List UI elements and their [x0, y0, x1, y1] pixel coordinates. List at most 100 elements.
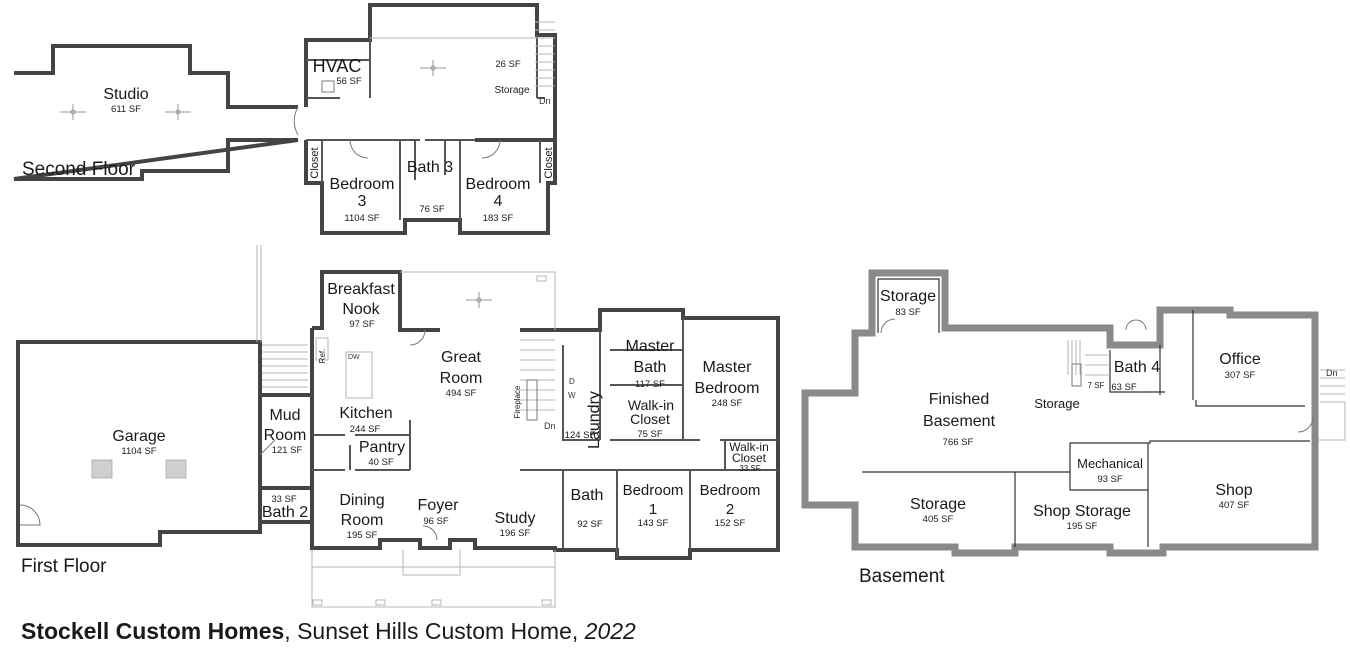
room-bath-name: Bath: [571, 487, 604, 504]
floor-label-second: Second Floor: [22, 159, 136, 180]
room-finished-basement-sf: 766 SF: [943, 437, 974, 448]
room-master-bath-sf: 117 SF: [635, 379, 665, 390]
room-bedroom4-sf: 183 SF: [483, 213, 514, 224]
room-walkin-closet-2-name: Walk-in: [729, 440, 769, 454]
room-bath2-name: Bath 2: [262, 504, 308, 521]
front-porch: [311, 550, 556, 608]
room-walkin-closet-master-sf: 75 SF: [637, 429, 663, 440]
porch-column-icons: [312, 275, 552, 606]
room-bath-sf: 92 SF: [577, 519, 603, 530]
room-garage-name: Garage: [112, 428, 165, 445]
stairs-dn-label-first: Dn: [544, 421, 556, 431]
door-icon: [880, 318, 896, 334]
room-master-bedroom-name: Master: [703, 359, 753, 376]
room-mechanical-name: Mechanical: [1077, 456, 1143, 471]
room-laundry-sf: 124 SF: [565, 430, 596, 441]
room-breakfast-nook-name-2: Nook: [342, 301, 380, 318]
room-foyer-name: Foyer: [418, 497, 460, 514]
ceiling-fan-icon: [60, 104, 86, 120]
image-caption: Stockell Custom Homes, Sunset Hills Cust…: [21, 618, 636, 645]
room-bedroom3-number: 3: [358, 193, 367, 210]
door-icon: [409, 329, 426, 346]
closet-right-label: Closet: [543, 147, 555, 178]
room-pantry-name: Pantry: [359, 439, 405, 456]
dishwasher-label: DW: [348, 354, 360, 361]
room-storage-name: Storage: [494, 85, 529, 96]
caption-separator: ,: [571, 618, 585, 644]
fireplace-label: Fireplace: [513, 385, 522, 418]
room-basement-storage-bottom-name: Storage: [910, 496, 966, 513]
kitchen-walls: [312, 420, 411, 471]
room-shop-name: Shop: [1215, 482, 1252, 499]
room-master-bedroom-sf: 248 SF: [712, 398, 743, 409]
room-bedroom2-sf: 152 SF: [715, 518, 746, 529]
door-icon: [481, 139, 501, 159]
room-pantry-sf: 40 SF: [368, 457, 394, 468]
room-hvac-name: HVAC: [313, 56, 362, 76]
room-bath4-sf: 63 SF: [1111, 382, 1137, 393]
room-mudroom-sf: 121 SF: [272, 445, 303, 456]
room-laundry-name: Laundry: [586, 391, 603, 449]
room-bedroom1-name: Bedroom: [623, 482, 684, 499]
room-walkin-closet-master-name-2: Closet: [630, 411, 670, 427]
room-great-room-name: Great: [441, 349, 482, 366]
column-icon: [91, 459, 113, 479]
ceiling-fan-icon: [165, 104, 191, 120]
caption-project: Sunset Hills Custom Home: [297, 618, 572, 644]
room-office-sf: 307 SF: [1225, 370, 1256, 381]
room-walkin-closet-2-sf: 33 SF: [739, 464, 760, 473]
first-floor-plan: Garage 1104 SF Mud Room 121 SF 33 SF Bat…: [16, 245, 780, 608]
floor-label-first: First Floor: [21, 556, 107, 577]
room-basement-storage-small-sf: 7 SF: [1088, 381, 1105, 390]
room-studio-name: Studio: [103, 86, 148, 103]
room-bath3-sf: 76 SF: [419, 204, 445, 215]
room-walkin-closet-master-name: Walk-in: [628, 397, 674, 413]
room-breakfast-nook-sf: 97 SF: [349, 319, 375, 330]
room-shop-storage-name: Shop Storage: [1033, 503, 1131, 520]
fireplace-icon: [1071, 363, 1082, 387]
ceiling-fan-icon: [420, 60, 446, 76]
door-icon: [19, 504, 41, 526]
room-kitchen-name: Kitchen: [339, 405, 392, 422]
fireplace-icon: [526, 379, 538, 421]
bedroom-interior: [306, 139, 541, 220]
room-dining-room-sf: 195 SF: [347, 530, 378, 541]
garage-walls: [16, 340, 262, 547]
stairs-basement: [1067, 340, 1346, 441]
room-basement-storage-small-name: Storage: [1034, 396, 1080, 411]
ceiling-fan-icon: [466, 292, 492, 308]
interior-walls: [306, 35, 545, 99]
room-dining-room-name-2: Room: [341, 512, 384, 529]
room-basement-storage-top-sf: 83 SF: [895, 307, 921, 318]
room-bedroom2-name: Bedroom: [700, 482, 761, 499]
door-icon: [422, 525, 438, 541]
room-storage-sf: 26 SF: [495, 59, 521, 70]
caption-company: Stockell Custom Homes: [21, 618, 285, 644]
room-mudroom-name-2: Room: [264, 427, 307, 444]
hvac-unit-icon: [321, 80, 335, 93]
room-hvac-sf: 56 SF: [336, 76, 362, 87]
room-dining-room-name: Dining: [339, 492, 384, 509]
column-icon: [165, 459, 187, 479]
room-master-bedroom-name-2: Bedroom: [695, 380, 760, 397]
kitchen-island: [345, 351, 373, 399]
room-bedroom3-name: Bedroom: [330, 176, 395, 193]
room-walkin-closet-2-name-2: Closet: [732, 451, 767, 465]
room-bath2-sf: 33 SF: [271, 494, 297, 505]
room-studio-sf: 611 SF: [111, 104, 141, 115]
second-floor-plan: Studio 611 SF HVAC 56 SF 26 SF Storage D…: [13, 3, 557, 235]
room-bedroom4-number: 4: [494, 193, 503, 210]
room-bedroom3-sf: 1104 SF: [344, 213, 379, 224]
room-great-room-sf: 494 SF: [446, 388, 477, 399]
room-kitchen-sf: 244 SF: [350, 424, 381, 435]
room-bedroom1-number: 1: [649, 501, 657, 518]
basement-interior-walls: [862, 278, 1310, 547]
refrigerator-label: Ref.: [318, 349, 327, 364]
room-basement-storage-top-name: Storage: [880, 288, 936, 305]
studio-walls: [13, 44, 299, 181]
east-wing-walls: [520, 318, 778, 558]
door-icon: [349, 139, 369, 159]
room-great-room-name-2: Room: [440, 370, 483, 387]
room-finished-basement-name-2: Basement: [923, 413, 996, 430]
closet-left-label: Closet: [309, 147, 321, 178]
